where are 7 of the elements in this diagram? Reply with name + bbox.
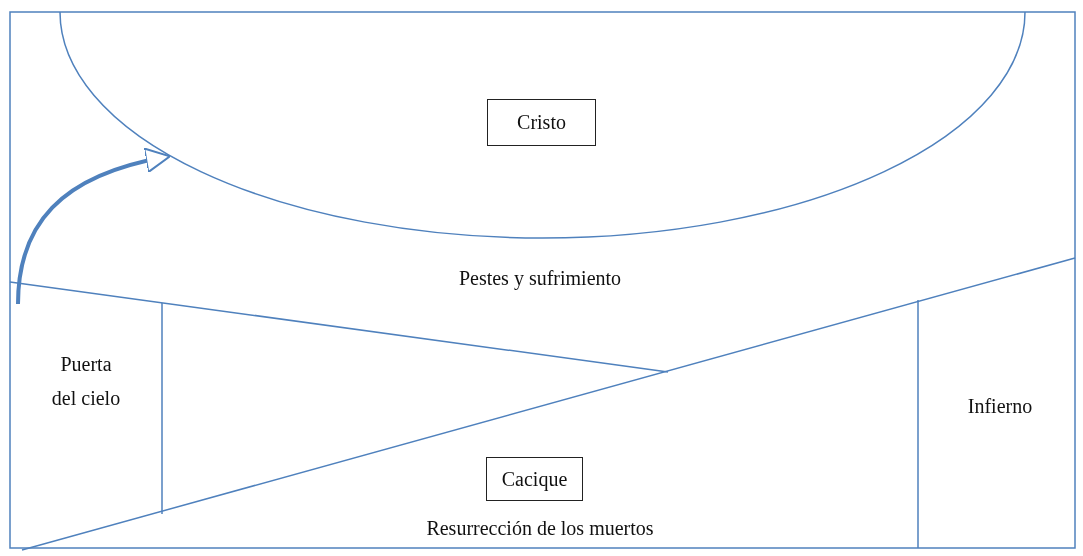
- region-label: Infierno: [966, 394, 1034, 419]
- label-box: Cristo: [487, 99, 596, 146]
- region-label: Pestes y sufrimiento: [457, 266, 623, 292]
- label-box: Cacique: [486, 457, 583, 501]
- region-label: Resurrección de los muertos: [425, 516, 655, 541]
- curved-arrow: [16, 148, 171, 305]
- region-label: Puerta del cielo: [51, 352, 121, 411]
